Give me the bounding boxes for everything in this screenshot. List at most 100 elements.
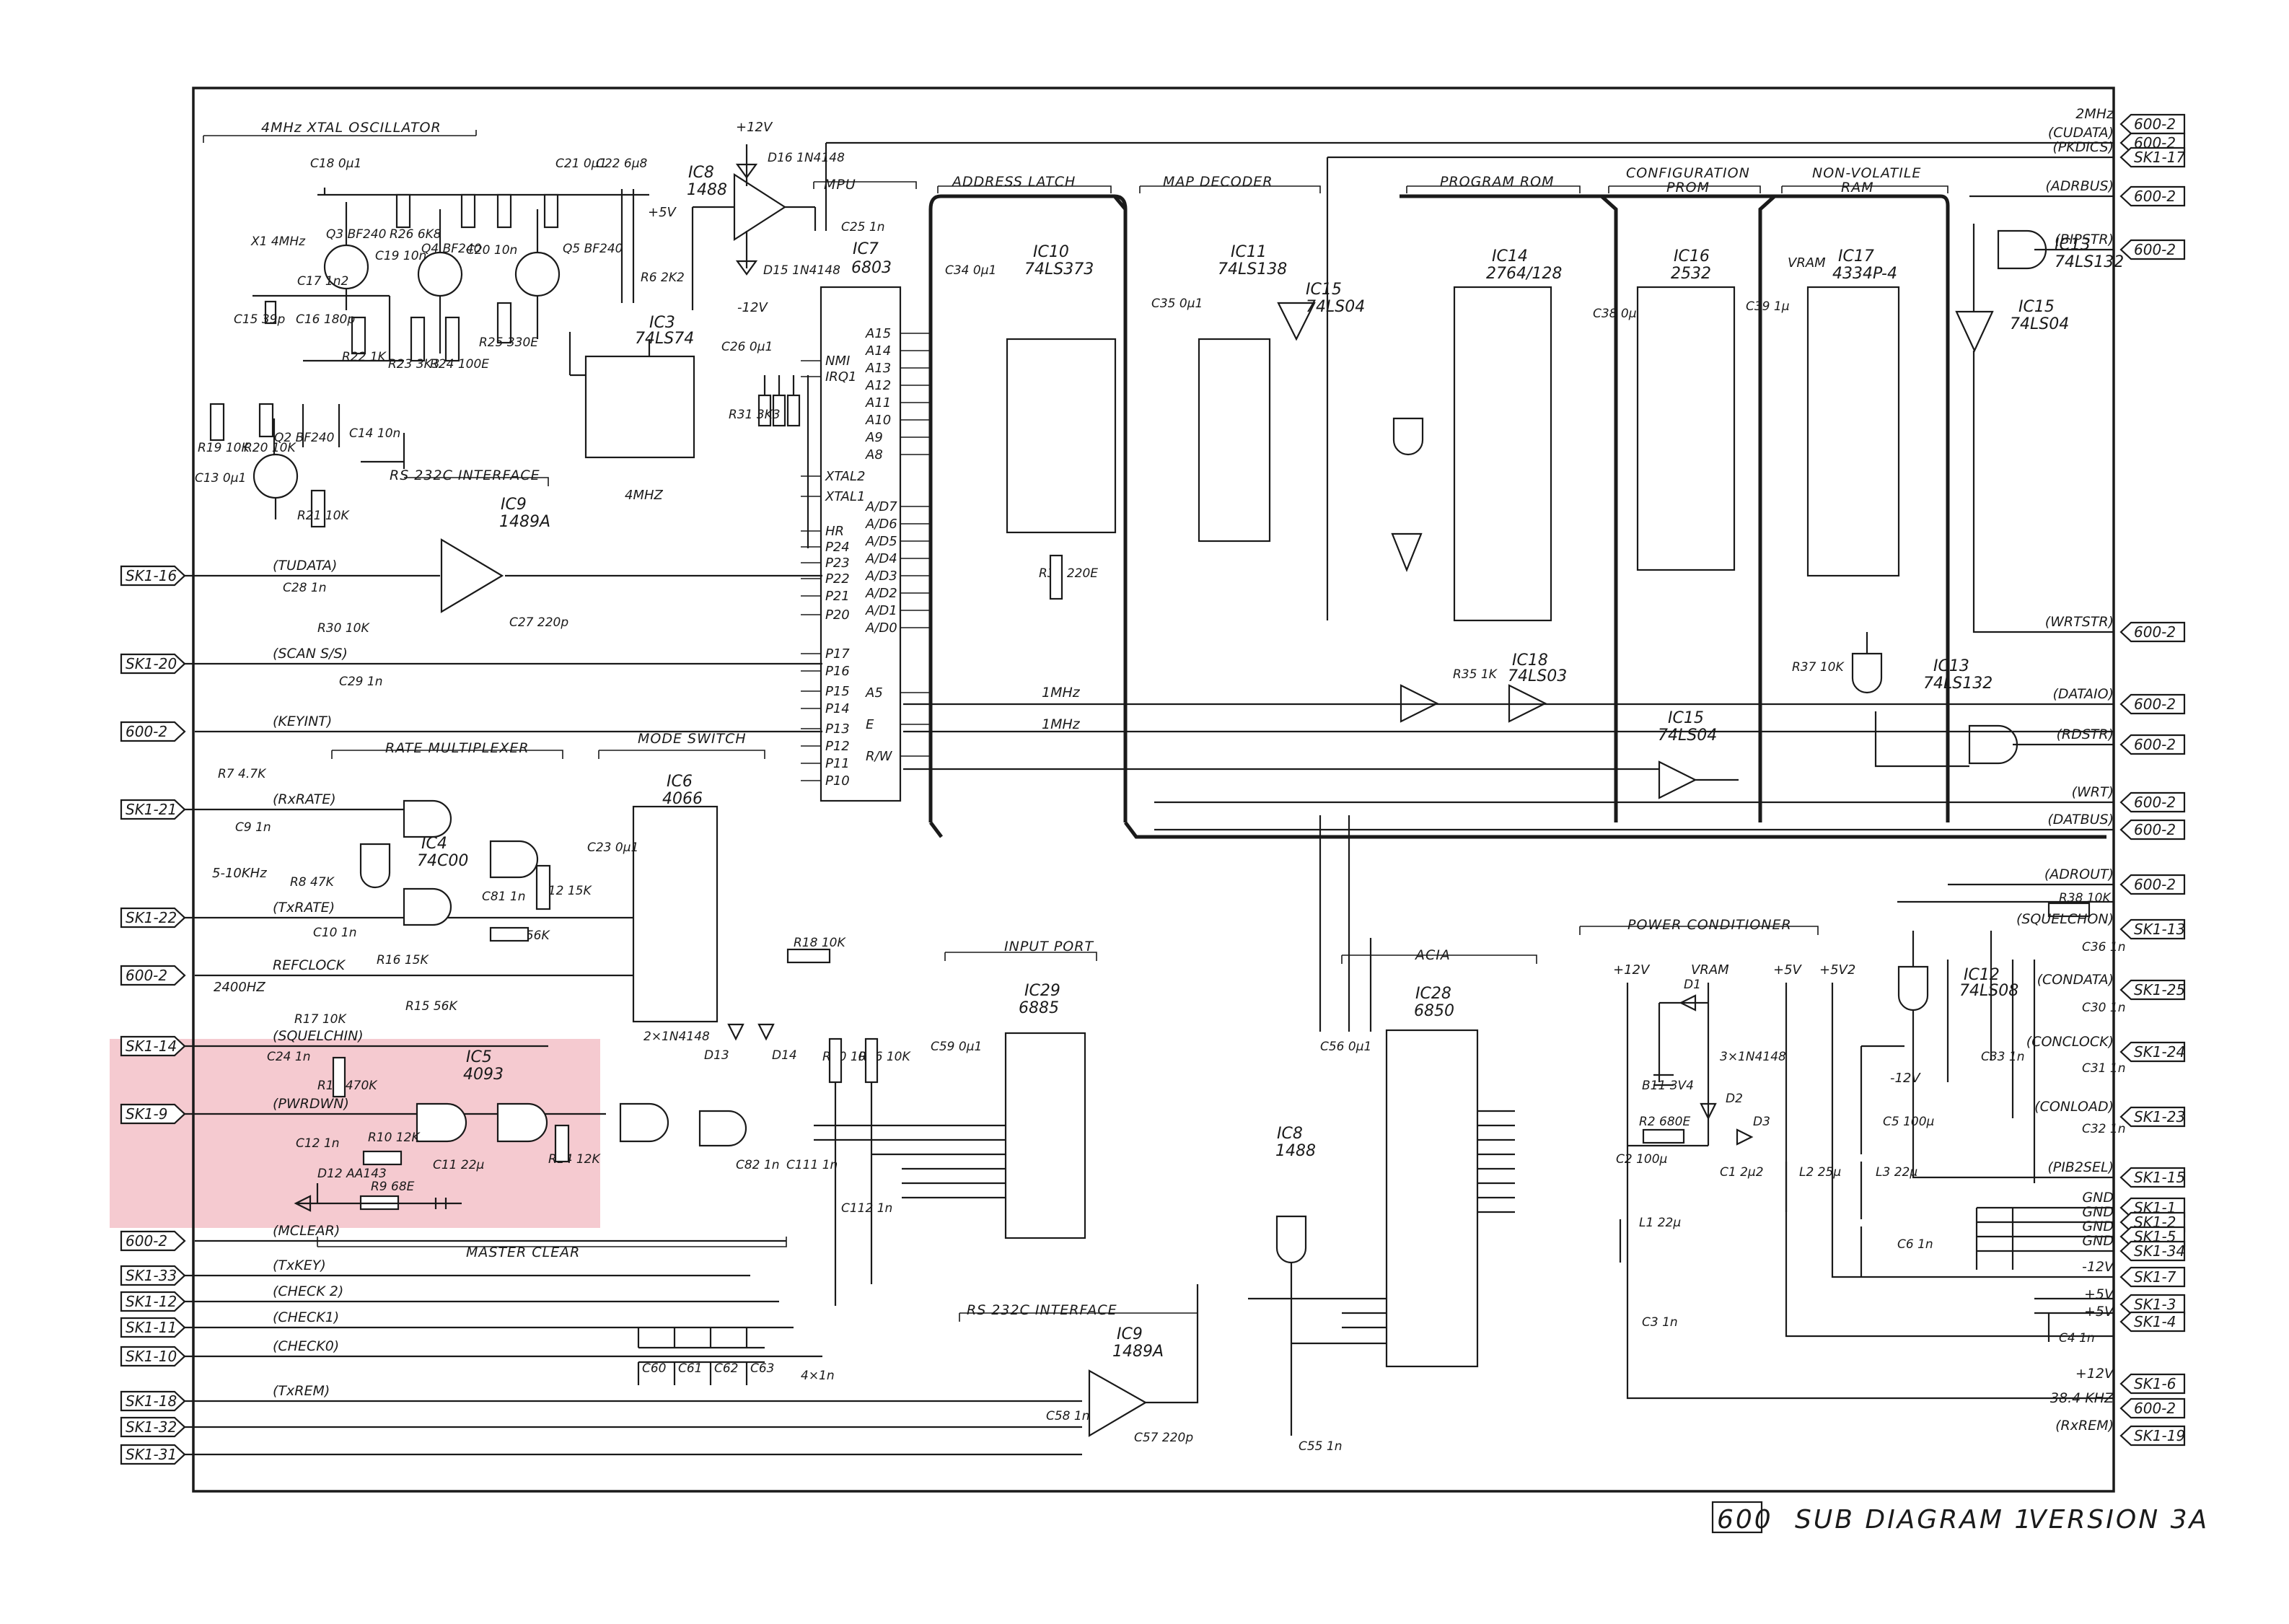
connector-id: 600-2 <box>2134 241 2176 258</box>
c81-label: C81 1n <box>482 890 526 904</box>
ic16-part: 2532 <box>1671 265 1711 283</box>
c20-label: C20 10n <box>466 243 517 258</box>
rail-p5-power: +5V <box>1773 962 1803 978</box>
connector-id: 600-2 <box>2134 623 2176 641</box>
connector-id: SK1-18 <box>126 1392 177 1410</box>
ic9b-name: IC9 <box>1117 1325 1143 1343</box>
connector-signal: (CONCLOCK) <box>2026 1034 2114 1050</box>
connector-tag <box>120 799 186 820</box>
ic9-receiver-top <box>440 538 504 613</box>
r21-label: R21 10K <box>297 509 350 523</box>
c18-label: C18 0µ1 <box>310 157 361 171</box>
connector-tag <box>120 565 186 587</box>
connector-signal: +5V <box>2084 1304 2115 1320</box>
connector-signal: (PKDICS) <box>2052 139 2114 155</box>
ic15d-name: IC15 <box>2018 298 2055 316</box>
r17-label: R17 10K <box>294 1012 347 1027</box>
section-input-port: INPUT PORT <box>1004 939 1094 954</box>
ic8b-name: IC8 <box>1277 1125 1303 1143</box>
c23-label: C23 0µ1 <box>587 840 638 855</box>
connector-id: SK1-24 <box>2134 1043 2185 1061</box>
b11-label: B11 3V4 <box>1642 1079 1694 1093</box>
d15-label: D15 1N4148 <box>763 263 840 278</box>
power-conditioner <box>1619 983 2114 1400</box>
connector-id: 600-2 <box>126 967 167 984</box>
ic13-gate-mid <box>1851 652 1883 694</box>
connector-id: 600-2 <box>2134 794 2176 811</box>
section-rate-multiplexer: RATE MULTIPLEXER <box>385 740 530 756</box>
connector-id: SK1-4 <box>2134 1313 2176 1330</box>
r16-label: R16 15K <box>377 953 429 967</box>
connector-tag <box>120 721 186 742</box>
ic15b-name: IC15 <box>1668 709 1704 727</box>
ic13b-name: IC13 <box>1933 657 1969 675</box>
mpu-stubs <box>763 375 809 548</box>
c29-label: C29 1n <box>339 675 383 689</box>
right-signal-lines <box>825 141 2114 903</box>
connector-id: SK1-11 <box>126 1319 177 1336</box>
connector-tag <box>120 907 186 929</box>
c2-label: C2 100µ <box>1616 1152 1668 1167</box>
connector-signal: (BIPSTR) <box>2055 232 2114 247</box>
acia-lines <box>1248 815 1515 1436</box>
c16-label: C16 180p <box>296 312 355 327</box>
r25-label: R25 330E <box>479 335 538 350</box>
r6-label: R6 2K2 <box>641 271 685 285</box>
connector-signal: GND <box>2082 1233 2114 1249</box>
c60-label: C60 <box>642 1361 667 1376</box>
connector-tag <box>2119 185 2186 207</box>
q5-label: Q5 BF240 <box>563 242 623 256</box>
section-address-latch: ADDRESS LATCH <box>951 174 1076 190</box>
ic6-part: 4066 <box>662 790 703 808</box>
c17-label: C17 1n2 <box>297 274 348 289</box>
ic18-name: IC18 <box>1512 651 1548 670</box>
r35-label: R35 1K <box>1453 667 1498 682</box>
rail-vram-power: VRAM <box>1691 962 1729 978</box>
c-group-label: 4×1n <box>801 1369 835 1383</box>
connector-signal: (CHECK0) <box>273 1338 339 1354</box>
r19-label: R19 10K <box>198 441 250 455</box>
c56-label: C56 0µ1 <box>1320 1040 1371 1054</box>
connector-tag <box>2119 874 2186 895</box>
c5-label: C5 100µ <box>1883 1115 1935 1129</box>
r34-label: R34 220E <box>1039 566 1098 581</box>
connector-signal: +12V <box>2075 1366 2115 1382</box>
c6-label: C6 1n <box>1897 1237 1933 1252</box>
c11-label: C11 22µ <box>433 1158 485 1172</box>
d3x-label: 3×1N4148 <box>1720 1050 1786 1064</box>
connector-signal: (DATAIO) <box>2053 686 2114 702</box>
d14-label: D14 <box>772 1048 797 1063</box>
section-mpu: MPU <box>824 177 856 193</box>
r26-label: R26 6K8 <box>390 227 441 242</box>
ic17-part: 4334P-4 <box>1832 265 1897 283</box>
connector-id: 600-2 <box>126 1232 167 1250</box>
c14-label: C14 10n <box>349 426 400 441</box>
connector-signal: (CONLOAD) <box>2034 1099 2114 1115</box>
c13-label: C13 0µ1 <box>195 471 246 486</box>
ic16-name: IC16 <box>1674 247 1710 265</box>
rail-p5-r6: +5V <box>648 205 677 220</box>
connector-id: SK1-32 <box>126 1418 177 1436</box>
x1-label: X1 4MHz <box>250 234 306 249</box>
section-rs232-top: RS 232C INTERFACE <box>390 468 540 483</box>
ic15-inverter-mid <box>1658 760 1697 799</box>
section-rs232-bottom: RS 232C INTERFACE <box>967 1302 1117 1318</box>
connector-id: SK1-9 <box>126 1105 167 1123</box>
c59-label: C59 0µ1 <box>931 1040 982 1054</box>
connector-id: SK1-3 <box>2134 1296 2176 1313</box>
connector-id: SK1-14 <box>126 1037 177 1055</box>
connector-signal: (CUDATA) <box>2048 125 2114 141</box>
connector-id: SK1-12 <box>126 1293 177 1310</box>
c38-label: C38 0µ1 <box>1593 307 1644 321</box>
ic5-gate-2 <box>496 1102 548 1143</box>
connector-signal: (WRTSTR) <box>2045 614 2114 630</box>
c27-label: C27 220p <box>509 615 568 630</box>
c22-label: C22 6µ8 <box>596 157 648 171</box>
c32-label: C32 1n <box>2082 1122 2126 1136</box>
mpu-pin-label: A/D0 <box>865 620 897 636</box>
connector-tag <box>2119 1106 2186 1128</box>
connector-id: SK1-21 <box>126 801 177 818</box>
connector-tag <box>120 1035 186 1057</box>
connector-signal: 38.4 KHZ <box>2050 1390 2114 1406</box>
q3-label: Q3 BF240 <box>326 227 387 242</box>
